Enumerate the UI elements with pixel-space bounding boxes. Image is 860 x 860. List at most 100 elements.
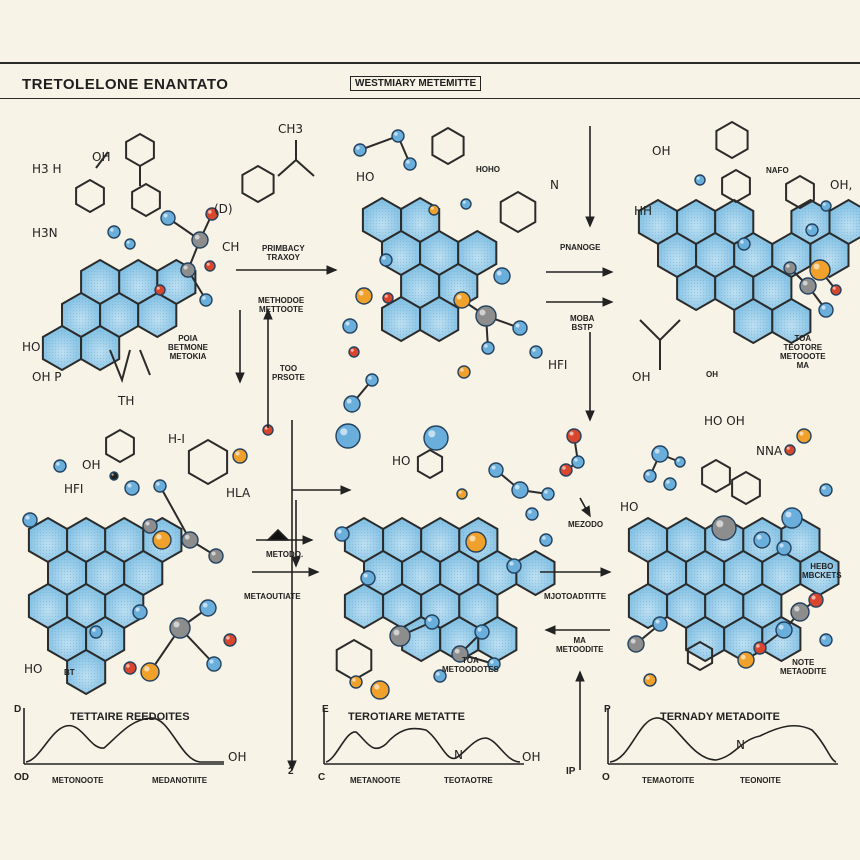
label-oh-1: OH: [92, 150, 111, 164]
atom-highlight: [491, 465, 496, 470]
atom-highlight: [479, 309, 486, 316]
ring-shading: [83, 263, 117, 301]
atom: [191, 231, 209, 249]
atom-highlight: [156, 482, 160, 486]
ring-shading: [461, 587, 495, 625]
atom: [776, 540, 792, 556]
open-ring: [715, 120, 749, 160]
atom: [22, 512, 38, 528]
ring-shading: [69, 587, 103, 625]
open-ring: [701, 458, 731, 494]
atom-highlight: [163, 213, 168, 218]
atom-highlight: [778, 624, 784, 630]
ring-shading: [88, 554, 122, 592]
label-ho-bottom-left: HO: [24, 662, 43, 676]
atom: [355, 287, 373, 305]
atom-highlight: [456, 294, 462, 300]
atom: [474, 624, 490, 640]
ring-shading: [650, 554, 684, 592]
ring-shading: [45, 329, 79, 367]
atom-highlight: [25, 515, 30, 520]
label-ch3: CH3: [278, 122, 304, 136]
ring-shading: [423, 521, 457, 559]
atom: [360, 570, 376, 586]
ring-shading: [794, 203, 827, 241]
atom-highlight: [785, 511, 792, 518]
label-hoho: HOHO: [476, 165, 500, 174]
atom-highlight: [696, 176, 700, 180]
graph-1-origin: OD: [14, 772, 29, 783]
graph-3-title: TERNADY METADOITE: [660, 711, 780, 723]
atom-highlight: [393, 629, 400, 636]
arrow-label-pnanoge: PNANOGE: [560, 243, 601, 252]
atom-highlight: [436, 672, 440, 676]
graph-2-end: OH: [522, 750, 541, 764]
ring-shading: [679, 203, 713, 241]
atom-highlight: [822, 486, 826, 490]
bond-path: [109, 349, 151, 384]
graph-1-axis: D: [14, 704, 22, 715]
atom: [529, 345, 543, 359]
ring-shading: [755, 269, 789, 307]
atom: [796, 428, 812, 444]
atom-highlight: [206, 262, 210, 266]
atom: [805, 223, 819, 237]
atom-highlight: [156, 286, 160, 290]
atom-highlight: [384, 294, 388, 298]
atom: [737, 237, 751, 251]
atom-highlight: [226, 636, 230, 640]
graph-2-xlabel-1: METANOOTE: [350, 776, 401, 785]
ring-shading: [422, 300, 456, 338]
atom-highlight: [144, 666, 150, 672]
bond: [95, 151, 109, 169]
ring-shading: [83, 329, 117, 367]
atom-highlight: [562, 466, 566, 470]
graph-2-xlabel-2: TEOTAOTRE: [444, 776, 493, 785]
graph-2-axis: E: [322, 704, 329, 715]
ring-shading: [679, 269, 713, 307]
ring-shading: [717, 269, 751, 307]
atom: [132, 604, 148, 620]
ring-shading: [385, 521, 419, 559]
open-ring: [721, 168, 751, 204]
ring-shading: [50, 554, 84, 592]
open-ring: [499, 190, 537, 234]
atom: [391, 129, 405, 143]
atom-highlight: [345, 321, 350, 326]
label-nna: NNA: [756, 444, 783, 458]
atom-highlight: [427, 617, 432, 622]
atom: [428, 204, 440, 216]
label-h-plus: H-I: [168, 432, 185, 446]
atom: [204, 260, 216, 272]
atom: [382, 292, 394, 304]
atom-highlight: [786, 446, 790, 450]
graph-curve: [325, 727, 521, 763]
atom-highlight: [145, 521, 150, 526]
ring-shading: [631, 587, 665, 625]
atom-highlight: [514, 484, 520, 490]
atom-highlight: [716, 520, 724, 528]
atom-highlight: [802, 280, 808, 286]
label-hfi: HFI: [548, 358, 568, 372]
atom-highlight: [352, 678, 356, 682]
atom: [559, 463, 573, 477]
bond: [159, 485, 191, 541]
atom: [566, 428, 582, 444]
atom-highlight: [394, 132, 398, 136]
atom: [232, 448, 248, 464]
ring-shading: [832, 203, 860, 241]
label-nafo: NAFO: [766, 166, 789, 175]
atom-highlight: [542, 536, 546, 540]
ring-shading: [774, 236, 808, 274]
atom: [488, 462, 504, 478]
label-ho-r: HO: [620, 500, 639, 514]
label-oh-row2: OH: [82, 458, 101, 472]
ring-shading: [764, 554, 798, 592]
atom-highlight: [340, 428, 348, 436]
atom-highlight: [794, 606, 800, 612]
atom-highlight: [126, 240, 130, 244]
top-frame-line: [0, 62, 860, 64]
open-ring: [785, 174, 815, 210]
